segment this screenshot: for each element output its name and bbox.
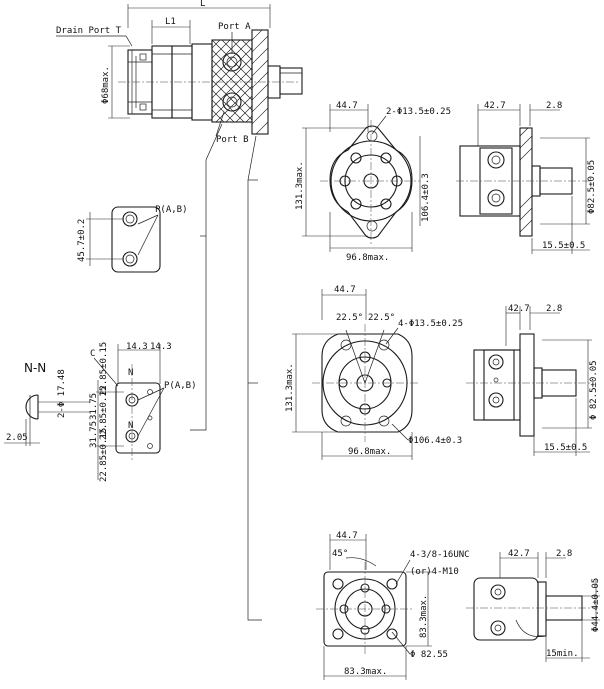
dim-2-05: 2.05 bbox=[6, 433, 28, 443]
section-n-n: N-N 2-Φ 17.48 2.05 bbox=[4, 361, 90, 446]
s2-dim-42-7: 42.7 bbox=[508, 304, 530, 314]
v3-dim-83-3-horz: 83.3max. bbox=[344, 667, 387, 677]
v2-dim-96-8: 96.8max. bbox=[348, 447, 391, 457]
shaft bbox=[279, 67, 303, 95]
v2-holes: 4-Φ13.5±0.25 bbox=[398, 319, 463, 329]
dim-2-phi-1748: 2-Φ 17.48 bbox=[57, 369, 67, 418]
dim-31-75-bot: 31.75 bbox=[89, 421, 99, 448]
port-block-hatch bbox=[211, 39, 253, 123]
v3-dim-44-7: 44.7 bbox=[336, 531, 358, 541]
s1-dim-42-7: 42.7 bbox=[484, 101, 506, 111]
s3-dim-42-7: 42.7 bbox=[508, 549, 530, 559]
s2-dim-15-5: 15.5±0.5 bbox=[544, 443, 587, 453]
dim-l: L bbox=[200, 0, 205, 9]
s3-dim-2-8: 2.8 bbox=[556, 549, 572, 559]
v2-dim-131-3: 131.3max. bbox=[285, 363, 295, 412]
label-n-upper: N bbox=[128, 368, 133, 378]
flange-view-4-hole: 44.7 22.5° 22.5° 4-Φ13.5±0.25 131.3max. … bbox=[285, 285, 463, 460]
v1-dim-106-4: 106.4±0.3 bbox=[421, 173, 431, 222]
port-detail-upper: 45.7±0.2 P(A,B) bbox=[77, 205, 188, 273]
label-port-a: Port A bbox=[218, 22, 251, 32]
s3-dim-phi-44-4: Φ44.4±0.05 bbox=[591, 578, 601, 632]
s1-dim-15-5: 15.5±0.5 bbox=[542, 241, 585, 251]
port-detail-lower: 14.3 14.3 C N N P(A,B) 31.75 31.75 22.85… bbox=[89, 342, 197, 482]
dim-14-3-right: 14.3 bbox=[150, 342, 172, 352]
dim-22-85-c: 22.85±0.15 bbox=[99, 428, 109, 482]
label-n-lower: N bbox=[128, 421, 133, 431]
v3-dim-phi-82-55: Φ 82.55 bbox=[410, 650, 448, 660]
label-p-ab-2: P(A,B) bbox=[164, 381, 197, 391]
dim-22-85-a: 22.85±0.15 bbox=[99, 342, 109, 396]
dim-31-75-top: 31.75 bbox=[89, 393, 99, 420]
s1-dim-phi-82-5: Φ82.5±0.05 bbox=[587, 160, 597, 214]
flange-view-2-hole: 44.7 2-Φ13.5±0.25 131.3max. 106.4±0.3 96… bbox=[295, 101, 451, 263]
dim-d68: Φ68max. bbox=[101, 66, 111, 104]
v2-dim-phi-106-4: Φ106.4±0.3 bbox=[408, 436, 462, 446]
dim-14-3-left: 14.3 bbox=[126, 342, 148, 352]
dim-45-7: 45.7±0.2 bbox=[77, 219, 87, 262]
side-view-2: 42.7 2.8 Φ 82.5±0.05 15.5±0.5 bbox=[466, 304, 599, 456]
s1-dim-2-8: 2.8 bbox=[546, 101, 562, 111]
label-port-b: Port B bbox=[216, 135, 249, 145]
v1-holes: 2-Φ13.5±0.25 bbox=[386, 107, 451, 117]
v1-dim-131-3: 131.3max. bbox=[295, 161, 305, 210]
dim-l1: L1 bbox=[165, 17, 176, 27]
v1-dim-96-8: 96.8max. bbox=[346, 253, 389, 263]
port-b-circle bbox=[222, 92, 242, 112]
s2-dim-phi-82-5: Φ 82.5±0.05 bbox=[589, 360, 599, 420]
v3-angle-45: 45° bbox=[332, 549, 348, 559]
dim-22-85-b: 22.85±0.15 bbox=[99, 386, 109, 440]
v3-dim-83-3-vert: 83.3max. bbox=[419, 595, 429, 638]
label-c: C bbox=[90, 349, 95, 359]
v2-angle-1: 22.5° bbox=[336, 313, 363, 323]
v3-unc: 4-3/8-16UNC bbox=[410, 550, 470, 560]
v2-angle-2: 22.5° bbox=[368, 313, 395, 323]
v3-m10: (or)4-M10 bbox=[410, 567, 459, 577]
label-p-ab: P(A,B) bbox=[155, 205, 188, 215]
v1-dim-44-7: 44.7 bbox=[336, 101, 358, 111]
s3-dim-15-min: 15min. bbox=[546, 649, 579, 659]
label-drain-port: Drain Port T bbox=[56, 26, 122, 36]
flange-view-square: 44.7 45° 4-3/8-16UNC (or)4-M10 83.3max. … bbox=[316, 531, 470, 680]
label-n-n: N-N bbox=[24, 361, 46, 375]
v2-dim-44-7: 44.7 bbox=[334, 285, 356, 295]
motor-side-view: L L1 Drain Port T Φ68max. bbox=[56, 0, 303, 621]
side-view-1: 42.7 2.8 Φ82.5±0.05 15.5±0.5 bbox=[456, 101, 597, 254]
s2-dim-2-8: 2.8 bbox=[546, 304, 562, 314]
side-view-3: 42.7 2.8 Φ44.4±0.05 15min. bbox=[466, 549, 601, 662]
